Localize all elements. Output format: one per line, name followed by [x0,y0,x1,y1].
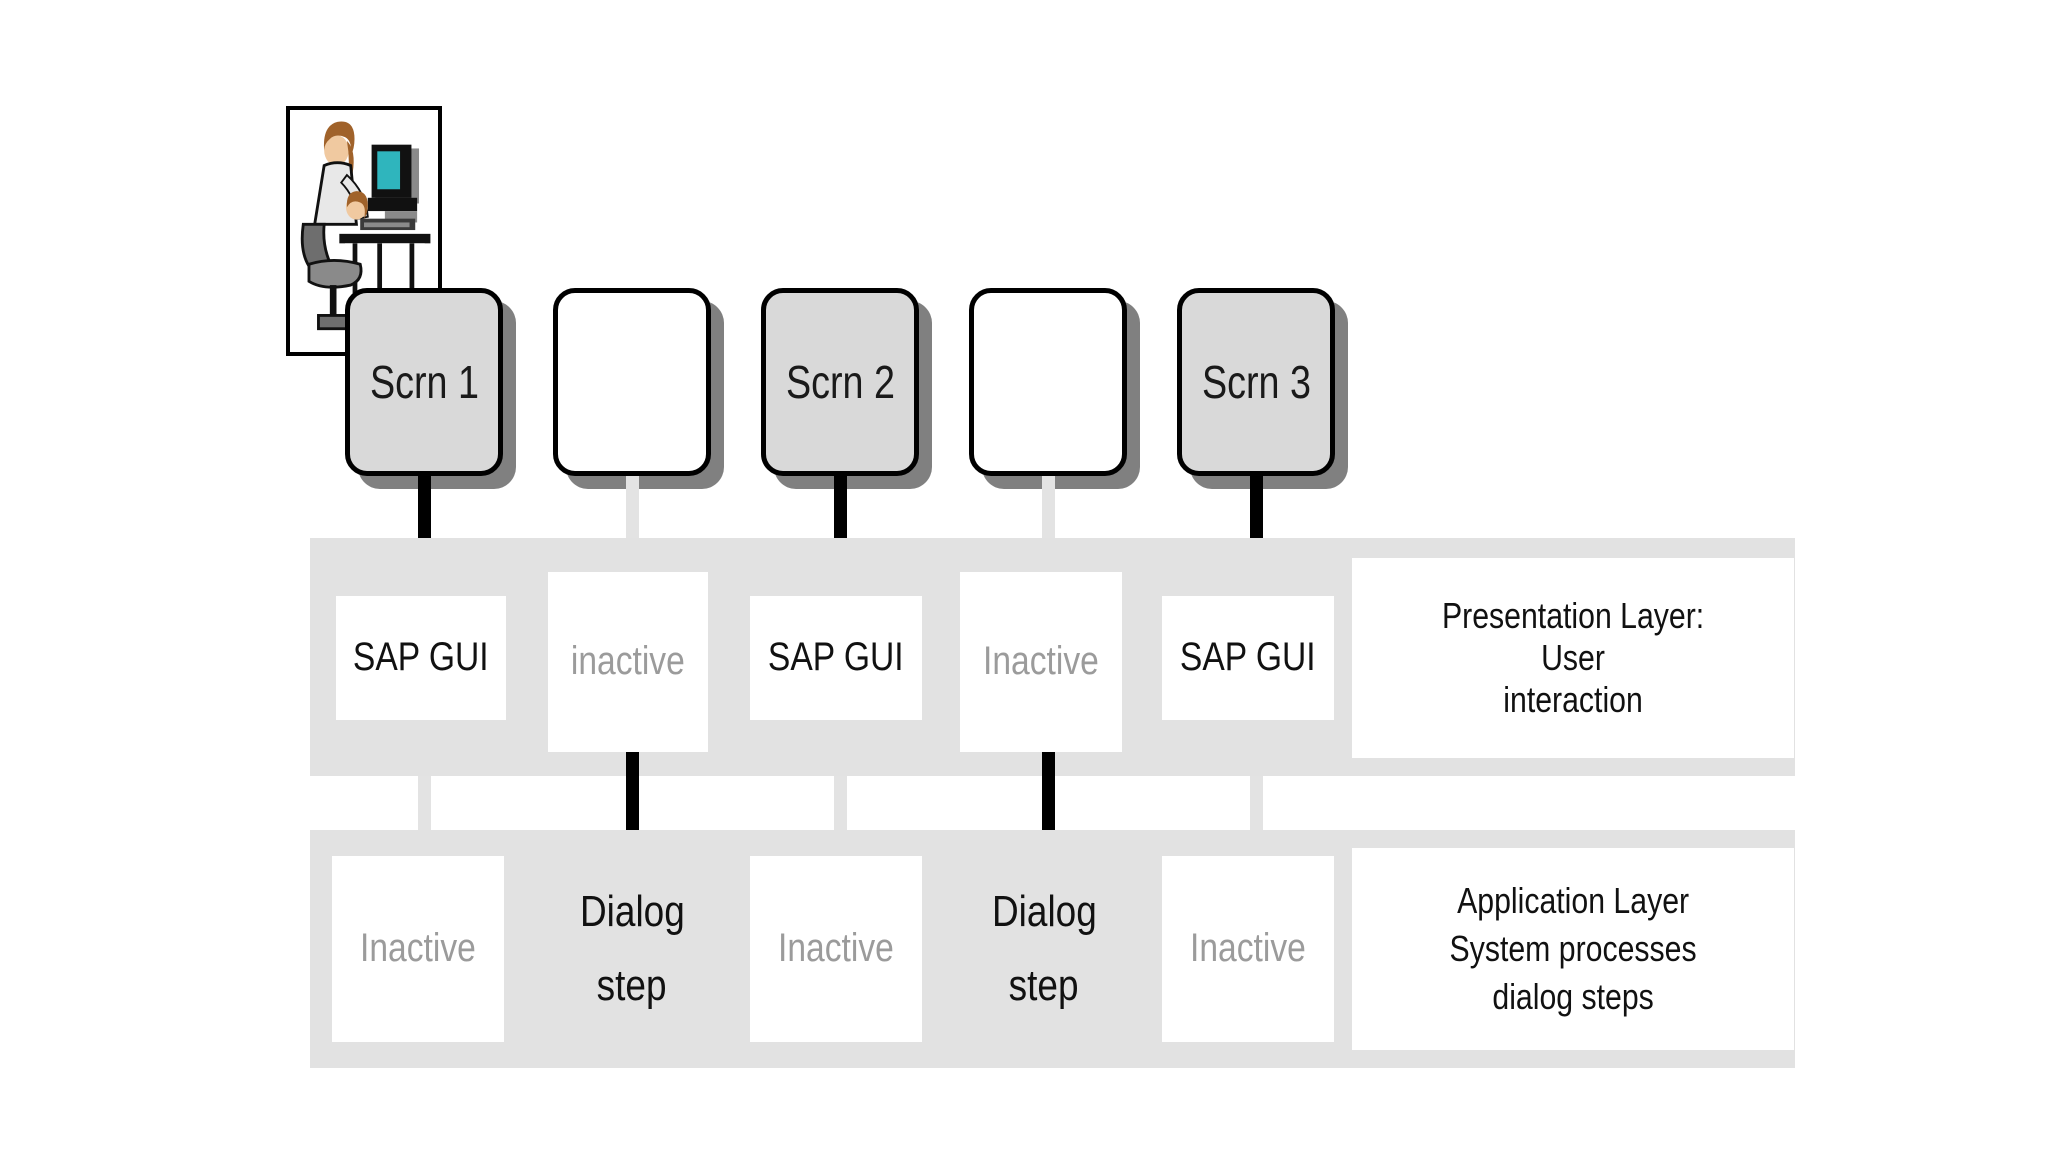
application-cell-2[interactable]: Dialog step [552,856,712,1042]
screen-box-5[interactable]: Scrn 3 [1177,288,1335,476]
presentation-cell-2[interactable]: inactive [548,572,708,752]
presentation-cell-1-label: SAP GUI [353,635,489,680]
connector-screen-2-to-inactive-1 [626,476,639,538]
presentation-cell-3-label: SAP GUI [768,635,904,680]
screen-box-4[interactable] [969,288,1127,476]
screen-box-1-label: Scrn 1 [369,356,479,408]
presentation-legend-line-3: interaction [1503,679,1643,720]
screen-box-1[interactable]: Scrn 1 [345,288,503,476]
presentation-layer-legend: Presentation Layer: User interaction [1352,558,1794,758]
application-layer-legend: Application Layer System processes dialo… [1352,848,1794,1050]
presentation-cell-5-label: SAP GUI [1180,635,1316,680]
screen-box-2[interactable] [553,288,711,476]
connector-pres-5-to-app-5 [1250,776,1263,830]
application-cell-4-label-line-2: step [1009,961,1079,1010]
presentation-legend-line-1: Presentation Layer: [1441,595,1705,636]
application-cell-5-label: Inactive [1190,926,1306,971]
connector-pres-1-to-app-1 [418,776,431,830]
user-at-computer-clipart-frame [286,106,442,356]
application-cell-4[interactable]: Dialog step [964,856,1124,1042]
presentation-legend-line-2: User [1541,637,1605,678]
application-cell-1[interactable]: Inactive [332,856,504,1042]
application-cell-2-label-line-2: step [597,961,667,1010]
presentation-cell-4-label: Inactive [983,639,1099,684]
screen-box-3-label: Scrn 2 [785,356,895,408]
application-legend-line-1: Application Layer [1457,880,1689,921]
application-cell-2-label-line-1: Dialog [579,887,685,937]
presentation-cell-3[interactable]: SAP GUI [750,596,922,720]
application-cell-4-label-line-1: Dialog [991,887,1097,937]
connector-screen-4-to-inactive-2 [1042,476,1055,538]
presentation-cell-1[interactable]: SAP GUI [336,596,506,720]
screen-box-3[interactable]: Scrn 2 [761,288,919,476]
presentation-cell-5[interactable]: SAP GUI [1162,596,1334,720]
application-legend-line-2: System processes [1449,928,1697,969]
application-cell-5[interactable]: Inactive [1162,856,1334,1042]
application-legend-line-3: dialog steps [1492,976,1654,1017]
presentation-cell-4[interactable]: Inactive [960,572,1122,752]
application-cell-3[interactable]: Inactive [750,856,922,1042]
application-cell-3-label: Inactive [778,926,894,971]
application-cell-1-label: Inactive [360,926,476,971]
connector-pres-3-to-app-3 [834,776,847,830]
presentation-cell-2-label: inactive [571,639,685,684]
screen-box-5-label: Scrn 3 [1201,356,1311,408]
